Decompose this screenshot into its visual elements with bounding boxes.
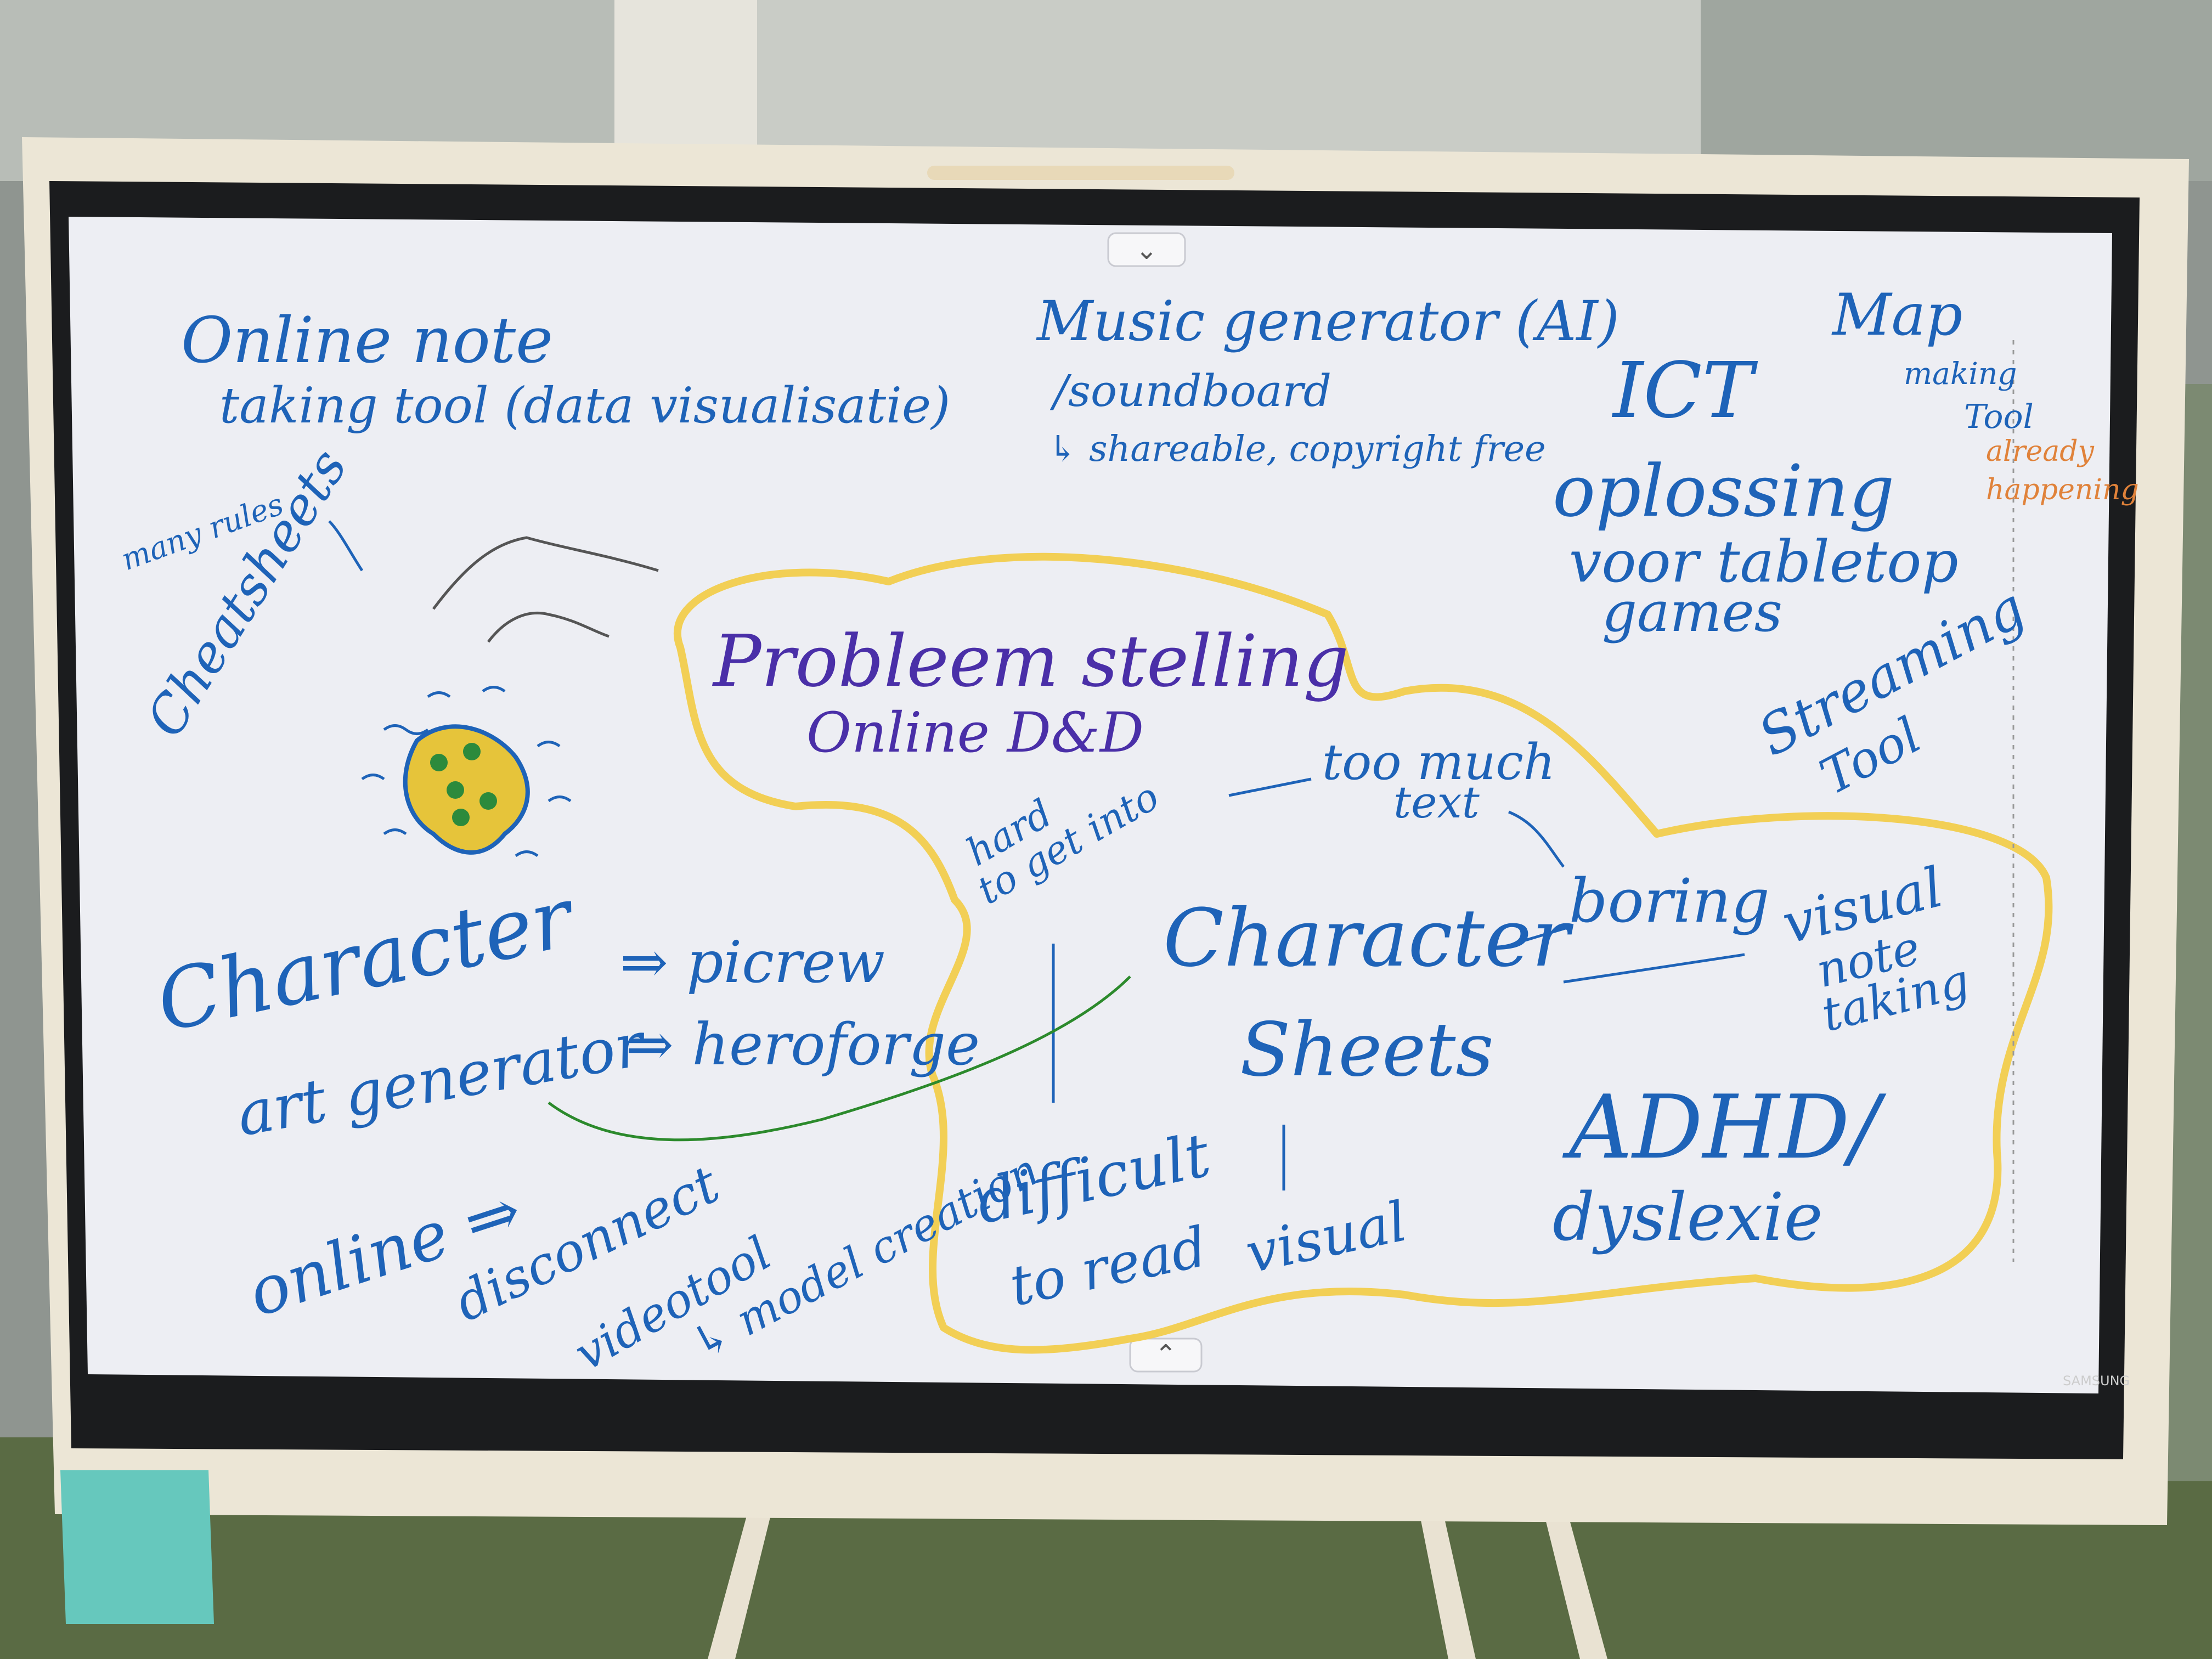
problem-cloud-outline	[673, 552, 2053, 1354]
arrows	[328, 520, 1745, 1190]
green-arrow	[548, 975, 1131, 1142]
note-sheets: Sheets	[1240, 1007, 1494, 1093]
note-voor-tabletop: voor tabletop	[1569, 528, 1959, 595]
note-online-note: Online note	[181, 304, 553, 377]
perforated-panel	[1701, 0, 2212, 181]
brand-logo: SAMSUNG	[2063, 1373, 2130, 1389]
note-too-much: too much	[1322, 733, 1555, 791]
problem-title: Probleem stelling	[712, 619, 1349, 703]
chevron-up-icon[interactable]: ⌃	[1155, 1339, 1177, 1370]
note-shareable: ↳ shareable, copyright free	[1048, 428, 1546, 470]
island-doodle	[361, 686, 572, 857]
note-games: games	[1602, 580, 1782, 644]
note-making: making	[1904, 356, 2017, 391]
note-already: already	[1986, 435, 2095, 468]
note-oplossing: oplossing	[1553, 449, 1894, 533]
note-boring: boring	[1569, 866, 1770, 936]
bottom-panel-tab[interactable]	[1129, 1338, 1203, 1373]
note-text: text	[1393, 777, 1480, 828]
stylus-pen	[927, 166, 1234, 180]
sticky-note	[60, 1470, 214, 1624]
note-music: Music generator (AI)	[1036, 289, 1620, 353]
note-soundboard: /soundboard	[1049, 365, 1331, 416]
note-ict: ICT	[1611, 346, 1758, 436]
screen-surface	[69, 217, 2112, 1393]
note-character: Character	[1163, 892, 1574, 985]
note-picrew: ⇒ picrew	[620, 929, 885, 996]
note-adhd: ADHD/	[1562, 1076, 1887, 1178]
problem-subtitle: Online D&D	[806, 701, 1144, 765]
note-tool: Tool	[1964, 398, 2034, 436]
top-panel-tab[interactable]	[1107, 232, 1186, 267]
note-dyslexie: dyslexie	[1553, 1180, 1823, 1256]
note-heroforge: ⇒ heroforge	[625, 1011, 980, 1078]
note-map: Map	[1831, 281, 1962, 348]
note-online-note-2: taking tool (data visualisatie)	[219, 377, 950, 435]
note-happening: happening	[1986, 473, 2139, 506]
mountain-doodle	[432, 536, 659, 643]
chevron-down-icon[interactable]: ⌄	[1136, 235, 1158, 266]
